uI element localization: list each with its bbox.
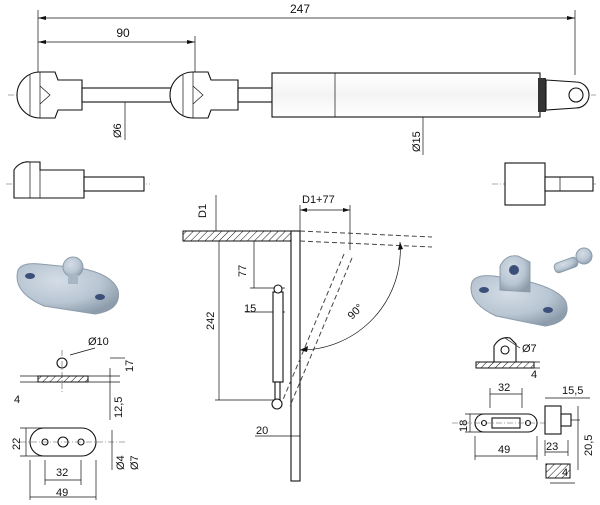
ball-bracket-side-view: Ø10 17 4 12,5	[14, 336, 136, 420]
dim-clevis-base-label: 4	[562, 467, 568, 479]
dim-ball-diameter-label: Ø10	[88, 336, 109, 348]
dim-overall-length: 247	[37, 2, 576, 75]
dim-clevis-height-label: 20,5	[583, 435, 595, 456]
dim-rod-diameter-label: Ø6	[112, 123, 124, 138]
dim-angle-label: 90°	[346, 302, 366, 322]
clevis-bracket-3d	[470, 247, 593, 327]
dim-ball-hole-small-label: Ø4	[115, 455, 127, 470]
dim-overall-length-label: 247	[290, 2, 310, 16]
dim-ball-width-label: 22	[11, 438, 23, 450]
dim-clevis-thickness-label: 4	[531, 369, 537, 381]
dim-stroke-length: 90	[38, 26, 196, 75]
clevis-bracket-front-view: 15,5 23 20,5 4	[544, 385, 595, 484]
dim-clevis-depth-label: 23	[546, 441, 558, 453]
dim-ball-hole-pitch-label: 32	[56, 467, 68, 479]
dim-mount-77-label: 77	[237, 265, 249, 277]
dim-d1-plus-label: D1+77	[302, 194, 335, 206]
dim-body-diameter-label: Ø15	[411, 131, 423, 152]
dim-d1-label: D1	[197, 204, 209, 218]
dim-stroke-length-label: 90	[116, 26, 130, 40]
left-end-detail	[6, 161, 150, 199]
dim-mount-242-label: 242	[205, 312, 217, 330]
clevis-bracket-side-view: Ø7 4	[475, 337, 540, 381]
dim-clevis-hole-pitch-label: 32	[498, 382, 510, 394]
dim-ball-hole-large-label: Ø7	[129, 455, 141, 470]
ball-bracket-3d	[16, 256, 120, 315]
dim-ball-offset-label: 12,5	[113, 397, 125, 418]
gas-spring-side-view: 247 90	[8, 2, 596, 155]
dim-clevis-width-label: 18	[458, 420, 470, 432]
dim-ball-length-label: 49	[56, 487, 68, 499]
dim-clevis-offset-label: 15,5	[562, 385, 583, 397]
clevis-bracket-top-view: 32 18 49	[452, 382, 545, 460]
dim-ball-thickness-label: 4	[14, 394, 20, 406]
right-end-detail	[492, 162, 596, 206]
dim-mount-20-label: 20	[256, 425, 268, 437]
dim-clevis-length-label: 49	[498, 444, 510, 456]
dim-clevis-pin-label: Ø7	[522, 343, 537, 355]
mounting-diagram: D1 D1+77 77 242 15 20 90°	[182, 194, 433, 482]
dim-ball-height-label: 17	[124, 360, 136, 372]
ball-bracket-top-view: 22 32 49 Ø4 Ø7	[11, 427, 141, 500]
dim-mount-15-label: 15	[244, 303, 256, 315]
